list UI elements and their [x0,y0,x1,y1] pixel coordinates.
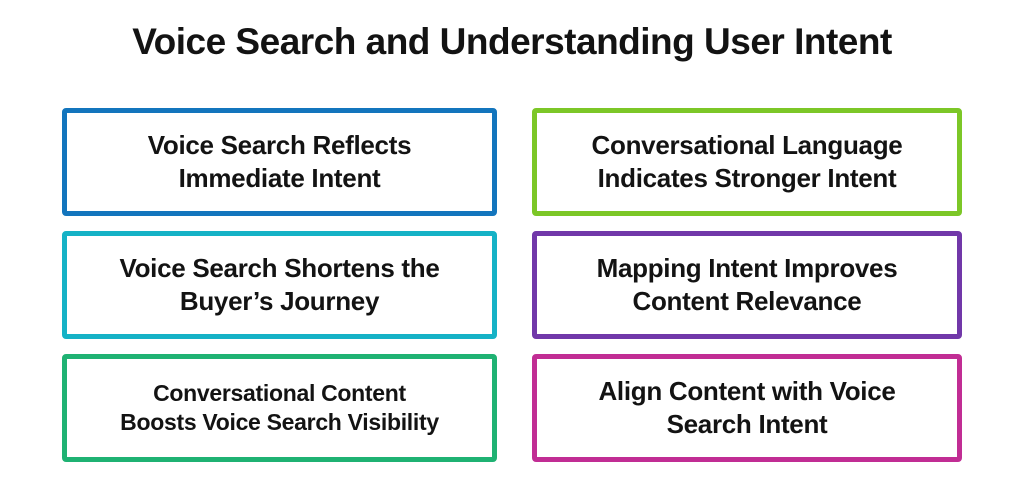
page-title: Voice Search and Understanding User Inte… [132,21,892,62]
card-grid: Voice Search Reflects Immediate Intent C… [62,108,962,462]
card-label: Align Content with Voice Search Intent [598,375,896,439]
card-label: Voice Search Reflects Immediate Intent [147,129,412,193]
card-label: Mapping Intent Improves Content Relevanc… [596,252,898,316]
card-label: Voice Search Shortens the Buyer’s Journe… [119,252,440,316]
card-align-content: Align Content with Voice Search Intent [532,354,962,462]
card-conversational-content: Conversational Content Boosts Voice Sear… [62,354,497,462]
card-buyers-journey: Voice Search Shortens the Buyer’s Journe… [62,231,497,339]
card-conversational-language: Conversational Language Indicates Strong… [532,108,962,216]
card-label: Conversational Language Indicates Strong… [591,129,903,193]
card-immediate-intent: Voice Search Reflects Immediate Intent [62,108,497,216]
card-intent-mapping: Mapping Intent Improves Content Relevanc… [532,231,962,339]
card-label: Conversational Content Boosts Voice Sear… [120,379,439,435]
